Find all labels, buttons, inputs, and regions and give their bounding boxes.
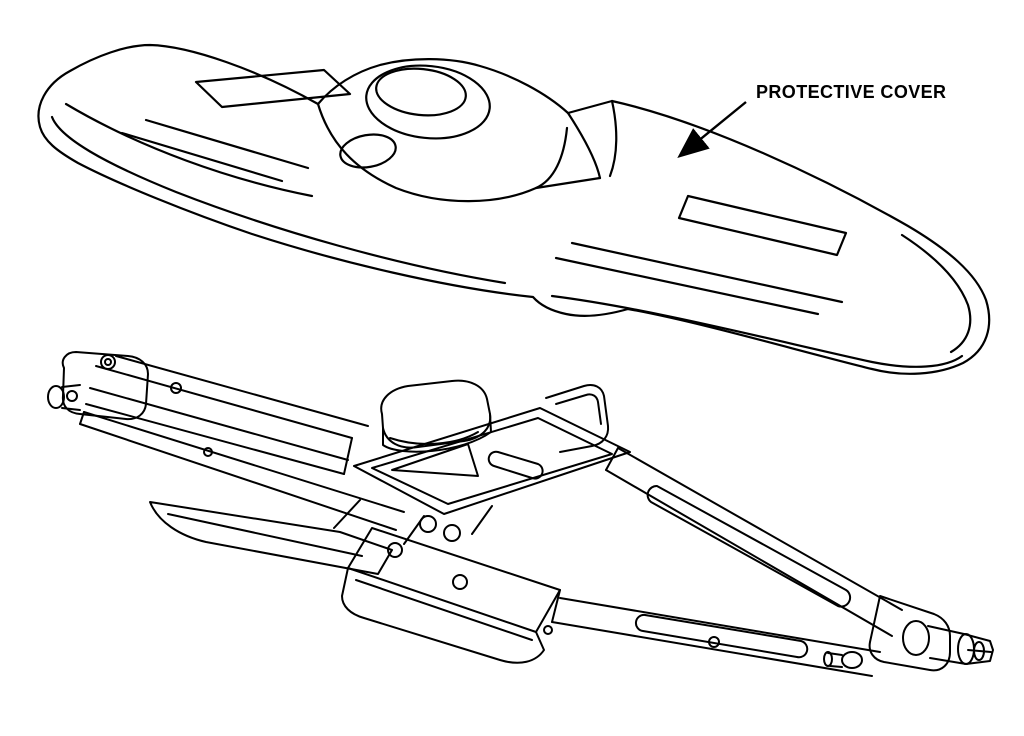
cover-hump-front-face [316, 102, 569, 203]
jack-arm-hole-1 [170, 382, 182, 394]
jack-rubber-pad [380, 379, 492, 449]
cover-dome-inner [375, 67, 467, 117]
jack-screw-end [823, 595, 994, 672]
jack-screw-collar [957, 633, 975, 665]
jack-saddle-triangle-cutout [391, 443, 479, 477]
jack-arm-hole-3 [708, 636, 720, 648]
jack-gear-2 [443, 524, 461, 542]
jack-gear-1 [419, 515, 437, 533]
jack-lower-right-arm [543, 597, 881, 677]
protective-cover-drawing [37, 43, 991, 375]
jack-upper-left-arm [85, 355, 369, 475]
cover-crease-left-1 [64, 102, 314, 198]
cover-dome-outer [365, 64, 491, 140]
jack-saddle-hook-flange [545, 384, 610, 453]
label-arrow [677, 101, 747, 159]
cover-outline [37, 43, 991, 375]
cover-hole [339, 133, 397, 169]
jack-upper-right-slot [646, 484, 852, 608]
jack-gusset-bracket [149, 501, 393, 575]
cover-skirt-line-right [550, 294, 964, 368]
cover-hump-step-3 [534, 176, 602, 190]
jack-base-hole-1 [387, 542, 403, 558]
jack-saddle-plate-outer [353, 407, 631, 515]
jack-base-hole-2 [452, 574, 468, 590]
jack-saddle-slot [487, 450, 544, 480]
scissor-jack-drawing [47, 351, 994, 677]
jack-top-pin [100, 354, 116, 370]
jack-left-pin [47, 385, 65, 409]
jack-arm-hole-4 [543, 625, 553, 635]
cover-crease-right-1 [570, 241, 844, 304]
cover-crease-right-2 [554, 256, 820, 316]
cover-skirt-line-left [50, 115, 507, 285]
protective-cover-label: PROTECTIVE COVER [756, 82, 947, 102]
jack-left-pivot [47, 351, 149, 421]
jack-saddle [333, 379, 631, 545]
cover-crease-left-3 [120, 131, 284, 183]
jack-hex-drive [963, 633, 994, 665]
cover-crease-left-2 [144, 118, 310, 170]
jack-base [341, 527, 561, 664]
jack-trunnion-bolt [841, 651, 863, 669]
cover-hump-step-2 [608, 99, 618, 178]
jack-lower-left-arm [79, 411, 405, 531]
jack-upper-right-arm [605, 447, 903, 637]
jack-lower-right-slot [634, 613, 809, 659]
cover-end-rim-line [900, 233, 972, 354]
cover-left-panel [194, 68, 352, 109]
cover-right-panel [677, 194, 848, 257]
jack-saddle-plate-inner [371, 417, 613, 505]
cover-hump-step-1 [566, 111, 602, 180]
